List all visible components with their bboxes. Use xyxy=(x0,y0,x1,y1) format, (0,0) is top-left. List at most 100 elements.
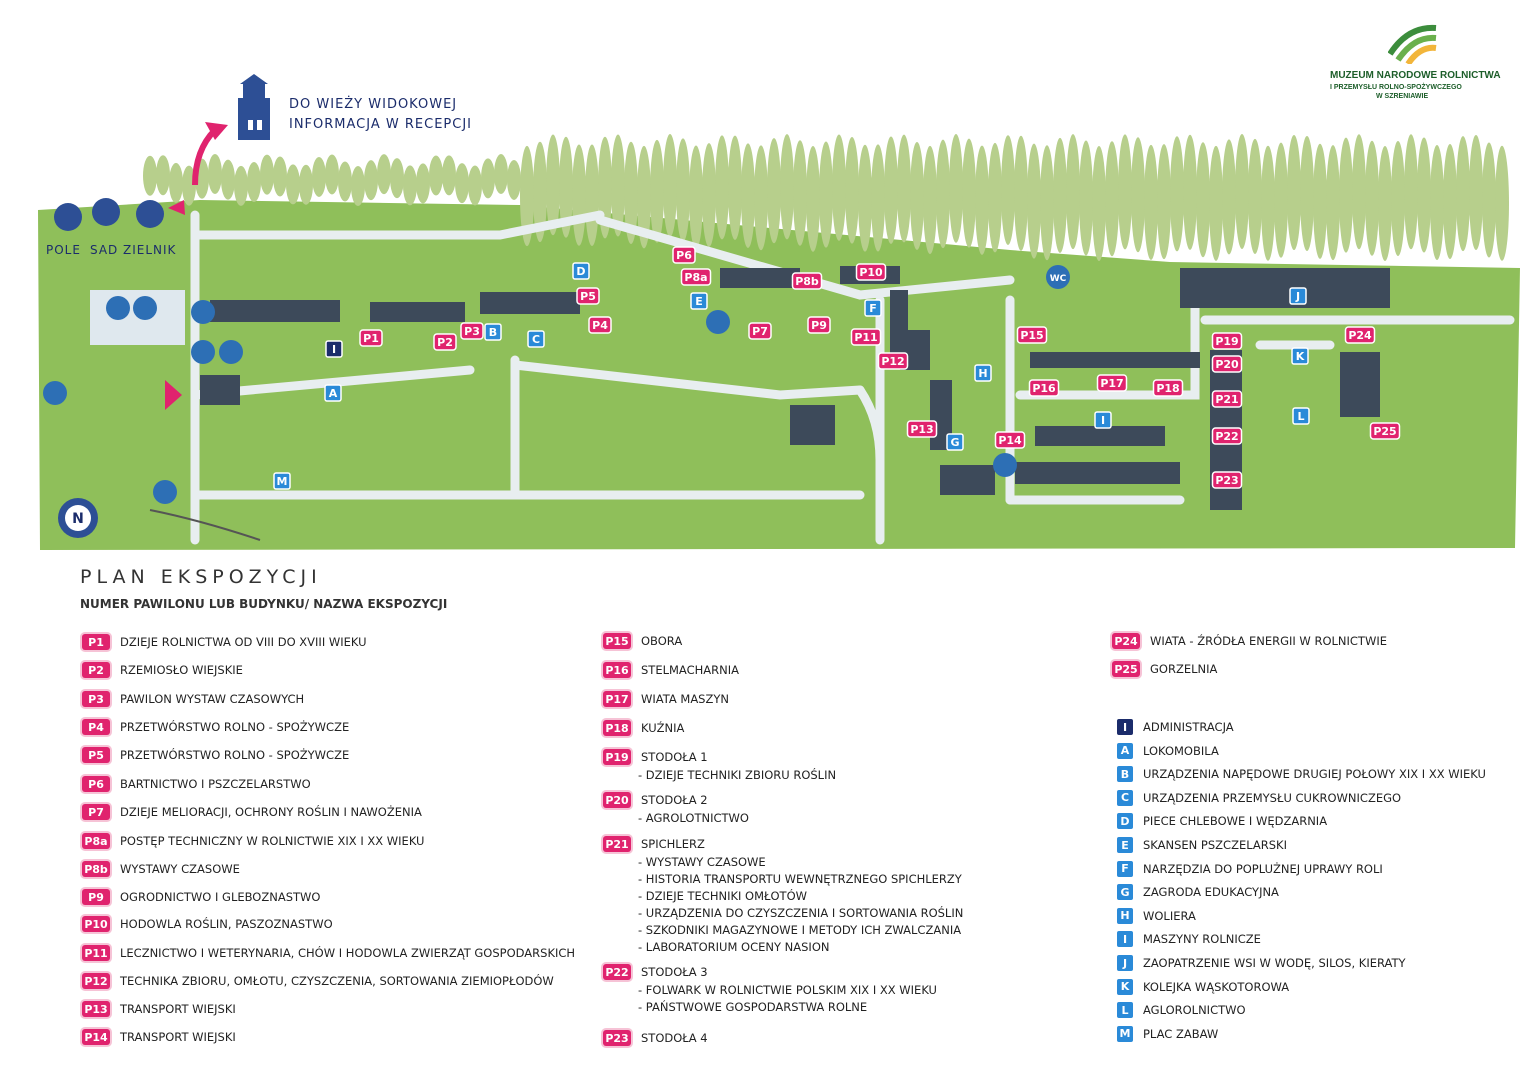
legend-label: WIATA MASZYN xyxy=(641,692,729,706)
pavilion-marker-p11[interactable] xyxy=(850,328,882,346)
pavilion-marker-p20[interactable] xyxy=(1211,355,1243,373)
facility-marker-d[interactable] xyxy=(572,262,590,280)
tree xyxy=(546,134,560,236)
facility-badge: L xyxy=(1117,1002,1133,1019)
facility-marker-i[interactable] xyxy=(325,340,343,358)
legend-label: KUŹNIA xyxy=(641,721,685,735)
legend-label: BARTNICTWO I PSZCZELARSTWO xyxy=(120,777,311,791)
tree xyxy=(624,141,638,244)
pavilion-marker-label: P19 xyxy=(1215,335,1238,348)
pavilion-marker-p25[interactable] xyxy=(1369,422,1401,440)
pavilion-marker-p2[interactable] xyxy=(433,333,457,351)
tree xyxy=(286,164,300,205)
tree xyxy=(936,139,950,249)
legend-label: TRANSPORT WIEJSKI xyxy=(120,1030,236,1044)
building xyxy=(1030,352,1200,368)
facility-marker-label: K xyxy=(1296,350,1305,363)
pavilion-marker-label: P18 xyxy=(1156,382,1179,395)
pavilion-marker-p18[interactable] xyxy=(1152,379,1184,397)
legend-title: PLAN EKSPOZYCJI xyxy=(80,566,322,588)
facility-marker-b[interactable] xyxy=(484,323,502,341)
pavilion-badge: P11 xyxy=(82,945,110,961)
pavilion-marker-p21[interactable] xyxy=(1211,390,1243,408)
pavilion-marker-p17[interactable] xyxy=(1096,374,1128,392)
facility-marker-m[interactable] xyxy=(273,472,291,490)
pavilion-badge: P3 xyxy=(82,691,110,707)
legend-label: SPICHLERZ xyxy=(641,837,705,851)
wc-label: WC xyxy=(1050,274,1067,284)
tree xyxy=(1196,142,1210,258)
tree xyxy=(1014,135,1028,251)
legend-label: STODOŁA 1 xyxy=(641,750,708,764)
pavilion-marker-p3[interactable] xyxy=(460,322,484,340)
pavilion-badge: P8a xyxy=(82,833,110,849)
pavilion-marker-p10[interactable] xyxy=(855,263,887,281)
pavilion-marker-p5[interactable] xyxy=(576,287,600,305)
pavilion-marker-label: P13 xyxy=(910,423,933,436)
pavilion-marker-p19[interactable] xyxy=(1211,332,1243,350)
tree xyxy=(221,159,235,200)
facility-marker-label: J xyxy=(1295,290,1300,303)
facility-marker-label: B xyxy=(489,326,497,339)
pavilion-marker-p12[interactable] xyxy=(877,352,909,370)
tree xyxy=(1209,145,1223,261)
facility-marker-i[interactable] xyxy=(1094,411,1112,429)
pavilion-marker-p13[interactable] xyxy=(906,420,938,438)
legend-label: ADMINISTRACJA xyxy=(1143,720,1234,734)
facility-marker-label: G xyxy=(950,436,959,449)
museum-sub1: I PRZEMYSŁU ROLNO-SPOŻYWCZEGO xyxy=(1330,84,1462,91)
pavilion-marker-p16[interactable] xyxy=(1028,379,1060,397)
tree xyxy=(1248,138,1262,254)
fields-arrow-head xyxy=(168,200,185,215)
facility-marker-a[interactable] xyxy=(324,384,342,402)
pavilion-marker-p4[interactable] xyxy=(588,316,612,334)
pavilion-badge: P8b xyxy=(82,861,110,877)
tower-icon xyxy=(238,74,270,140)
facility-marker-f[interactable] xyxy=(864,299,882,317)
pavilion-marker-p14[interactable] xyxy=(994,431,1026,449)
legend-sub-item: - AGROLOTNICTWO xyxy=(638,811,749,825)
pavilion-marker-p6[interactable] xyxy=(672,246,696,264)
tree xyxy=(754,145,768,251)
pavilion-marker-p15[interactable] xyxy=(1016,326,1048,344)
facility-marker-h[interactable] xyxy=(974,364,992,382)
facility-badge: M xyxy=(1117,1025,1133,1042)
building xyxy=(720,268,800,288)
facility-marker-k[interactable] xyxy=(1291,347,1309,365)
facility-marker-l[interactable] xyxy=(1292,407,1310,425)
facility-marker-g[interactable] xyxy=(946,433,964,451)
pavilion-marker-label: P8b xyxy=(795,275,819,288)
pavilion-marker-label: P25 xyxy=(1373,425,1396,438)
tree xyxy=(351,165,365,206)
pavilion-marker-p22[interactable] xyxy=(1211,427,1243,445)
pavilion-marker-label: P16 xyxy=(1032,382,1056,395)
facility-marker-e[interactable] xyxy=(690,292,708,310)
pavilion-marker-p9[interactable] xyxy=(807,316,831,334)
tree xyxy=(377,154,391,195)
facility-marker-label: L xyxy=(1297,410,1304,423)
tree xyxy=(676,138,690,242)
legend-sub-item: - PAŃSTWOWE GOSPODARSTWA ROLNE xyxy=(638,1000,868,1014)
pavilion-badge: P7 xyxy=(82,804,110,820)
facility-marker-c[interactable] xyxy=(527,330,545,348)
tree xyxy=(1131,137,1145,253)
facility-marker-j[interactable] xyxy=(1289,287,1307,305)
pavilion-marker-p8b[interactable] xyxy=(791,272,823,290)
pavilion-marker-p7[interactable] xyxy=(748,322,772,340)
legend-sub-item: - URZĄDZENIA DO CZYSZCZENIA I SORTOWANIA… xyxy=(638,906,964,920)
tree xyxy=(702,143,716,247)
pavilion-marker-p23[interactable] xyxy=(1211,471,1243,489)
pavilion-marker-p24[interactable] xyxy=(1344,326,1376,344)
tree xyxy=(923,145,937,255)
tree xyxy=(1495,145,1509,261)
tree xyxy=(780,134,794,240)
pavilion-marker-p1[interactable] xyxy=(359,329,383,347)
pavilion-marker-p8a[interactable] xyxy=(680,268,712,286)
